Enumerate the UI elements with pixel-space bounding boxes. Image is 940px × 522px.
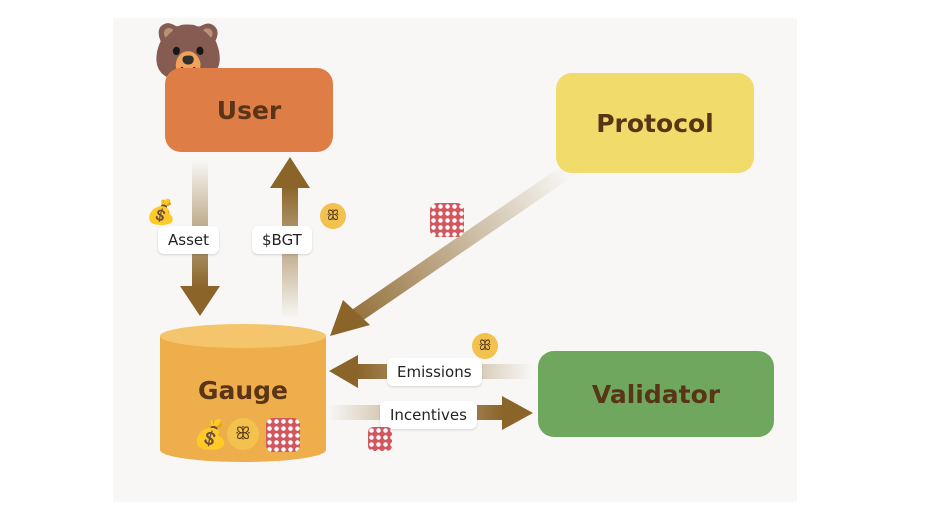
- user-node: User: [165, 68, 333, 152]
- asset-label: Asset: [158, 226, 220, 254]
- incentive-token-icon: [430, 203, 464, 237]
- emissions-label: Emissions: [387, 358, 482, 386]
- bgt-label: $BGT: [252, 226, 312, 254]
- money-bag-icon: 💰: [146, 198, 176, 226]
- incentive-token-icon: [368, 427, 392, 451]
- incentives-label: Incentives: [380, 401, 477, 429]
- validator-node: Validator: [538, 351, 774, 437]
- incentive-token-icon: [266, 418, 300, 452]
- money-bag-icon: 💰: [193, 418, 228, 451]
- protocol-to-gauge-arrow: [330, 165, 571, 336]
- bera-coin-icon: ꕥ: [227, 418, 259, 450]
- bera-coin-icon: ꕥ: [472, 333, 498, 359]
- gauge-node-label: Gauge: [197, 376, 289, 405]
- protocol-node: Protocol: [556, 73, 754, 173]
- bera-coin-icon: ꕥ: [320, 203, 346, 229]
- asset-arrow: [180, 160, 220, 316]
